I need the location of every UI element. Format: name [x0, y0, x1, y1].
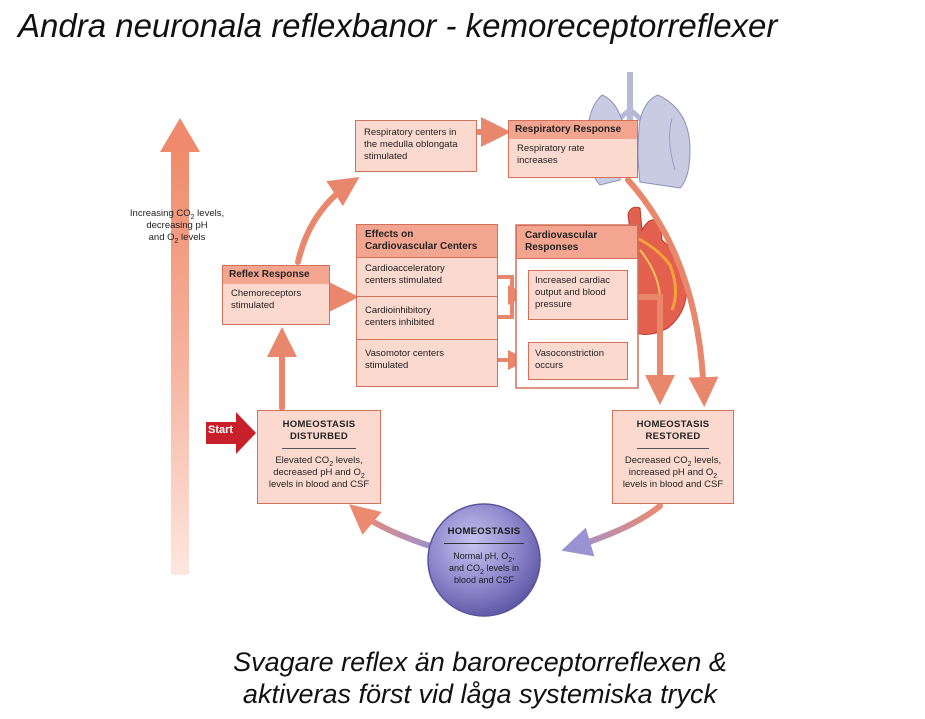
label-text: and O	[148, 232, 175, 243]
box-text: occurs	[535, 360, 563, 371]
subscript: 2	[190, 213, 195, 221]
box-text: Cardioinhibitory	[365, 305, 432, 316]
box-header: Effects on	[365, 229, 414, 240]
box-text: Chemoreceptors	[231, 288, 302, 299]
box-text: levels in blood and CSF	[268, 479, 370, 490]
circle-text: levels in	[483, 563, 519, 573]
box-text: increased pH and O	[628, 467, 714, 478]
cardioacceleratory-row: Cardioacceleratory centers stimulated	[356, 257, 498, 297]
cardiac-output-box: Increased cardiac output and blood press…	[528, 270, 628, 320]
box-header: HOMEOSTASIS	[636, 419, 710, 430]
subscript: 2	[713, 472, 718, 480]
subscript: 2	[329, 460, 334, 468]
box-header: Responses	[525, 242, 579, 253]
box-text: decreased pH and O	[273, 467, 361, 478]
cv-centers-header: Effects on Cardiovascular Centers	[356, 224, 498, 258]
box-text: levels,	[691, 455, 722, 466]
slide-title: Andra neuronala reflexbanor - kemorecept…	[18, 7, 778, 44]
box-text: pressure	[535, 299, 572, 310]
homeostasis-label: HOMEOSTASIS Normal pH, O2, and CO2 level…	[434, 526, 534, 586]
box-header: Reflex Response	[223, 266, 329, 284]
start-arrow	[206, 412, 256, 454]
circle-text: blood and CSF	[453, 575, 515, 585]
label-text: levels	[178, 232, 206, 243]
divider	[282, 448, 356, 449]
circle-text: ,	[512, 551, 515, 561]
start-label: Start	[208, 424, 234, 436]
box-text: Decreased CO	[624, 455, 688, 466]
slide-subtitle: Svagare reflex än baroreceptorreflexen &…	[150, 646, 810, 710]
subtitle-line: aktiveras först vid låga systemiska tryc…	[242, 679, 718, 709]
circle-text: and CO	[449, 563, 481, 573]
label-text: Increasing CO	[129, 208, 191, 219]
circle-header: HOMEOSTASIS	[447, 526, 521, 537]
homeostasis-restored-box: HOMEOSTASIS RESTORED Decreased CO2 level…	[612, 410, 734, 504]
box-text: Vasomotor centers	[365, 348, 445, 359]
box-text: Respiratory centers in	[364, 127, 457, 138]
box-text: stimulated	[365, 360, 409, 371]
box-text: Vasoconstriction	[535, 348, 604, 359]
vasoconstriction-box: Vasoconstriction occurs	[528, 342, 628, 380]
box-text: stimulated	[364, 151, 408, 162]
box-text: output and blood	[535, 287, 606, 298]
reflex-response-box: Reflex Response Chemoreceptors stimulate…	[222, 265, 330, 325]
box-text: centers inhibited	[365, 317, 435, 328]
label-text: decreasing pH	[146, 220, 208, 231]
box-text: stimulated	[231, 300, 275, 311]
respiratory-centers-box: Respiratory centers in the medulla oblon…	[355, 120, 477, 172]
homeostasis-disturbed-box: HOMEOSTASIS DISTURBED Elevated CO2 level…	[257, 410, 381, 504]
homeostasis-circle	[427, 503, 541, 617]
box-text: levels,	[333, 455, 363, 466]
box-header: RESTORED	[645, 431, 701, 442]
subscript: 2	[508, 556, 513, 564]
box-text: centers stimulated	[365, 275, 443, 286]
subtitle-line: Svagare reflex än baroreceptorreflexen &	[233, 647, 727, 677]
label-text: levels,	[194, 208, 225, 219]
subscript: 2	[174, 237, 179, 245]
cv-responses-header: Cardiovascular Responses	[516, 225, 638, 259]
box-text: the medulla oblongata	[364, 139, 458, 150]
box-text: Respiratory rate	[517, 143, 585, 154]
box-text: Elevated CO	[275, 455, 330, 466]
box-header: DISTURBED	[289, 431, 349, 442]
respiratory-response-box: Respiratory Response Respiratory rate in…	[508, 120, 638, 178]
divider	[444, 543, 524, 544]
box-header: Respiratory Response	[509, 121, 637, 139]
subscript: 2	[687, 460, 692, 468]
cardioinhibitory-row: Cardioinhibitory centers inhibited	[356, 296, 498, 340]
box-header: Cardiovascular Centers	[365, 241, 478, 252]
divider	[637, 448, 709, 449]
vasomotor-row: Vasomotor centers stimulated	[356, 339, 498, 387]
box-header: HOMEOSTASIS	[282, 419, 356, 430]
box-text: increases	[517, 155, 558, 166]
box-text: Increased cardiac	[535, 275, 610, 286]
subscript: 2	[360, 472, 365, 480]
circle-text: Normal pH, O	[453, 551, 509, 561]
box-header: Cardiovascular	[525, 230, 598, 241]
box-text: levels in blood and CSF	[622, 479, 724, 490]
increasing-co2-arrow	[160, 118, 200, 575]
subscript: 2	[480, 568, 484, 576]
side-arrow-label: Increasing CO2 levels, decreasing pH and…	[118, 208, 236, 245]
box-text: Cardioacceleratory	[365, 263, 445, 274]
